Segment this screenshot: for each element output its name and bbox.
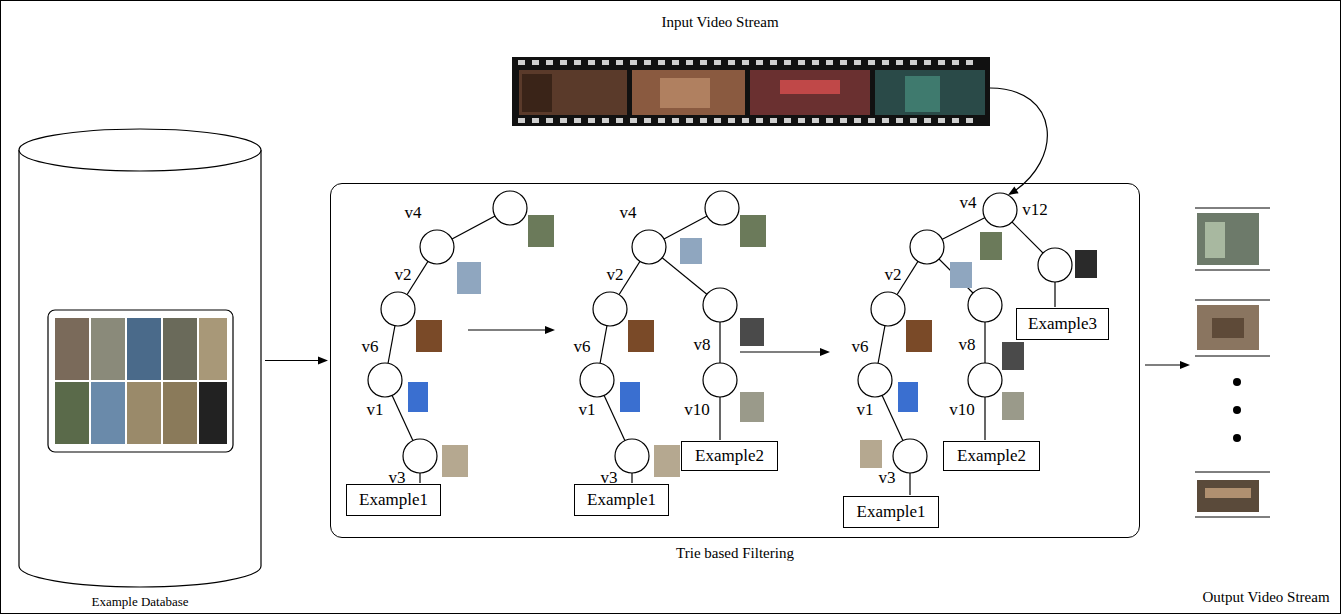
stream-label: Input Video Stream [661,14,778,31]
database-cylinder: Example Database [18,128,262,588]
trie-nodes [368,191,1072,473]
panel-caption: Trie based Filtering [331,545,1139,562]
example-box: Example1 [346,484,441,516]
visual-word: v1 [857,401,874,420]
example-label: Example1 [359,490,428,510]
visual-word: v4 [960,194,977,213]
example-label: Example3 [1028,314,1097,334]
visual-word: v12 [1022,201,1048,220]
example-label: Example1 [587,490,656,510]
stream-label: Output Video Stream [1202,589,1329,606]
thumbnails [408,215,1097,477]
example-box: Example1 [843,496,939,528]
visual-word: v3 [389,469,406,488]
arrow-head [318,357,328,365]
example-label: Example1 [857,502,926,522]
database-label: Example Database [18,594,262,610]
example-box: Example3 [1016,308,1109,340]
visual-word: v8 [694,336,711,355]
visual-word: v10 [949,401,975,420]
example-label: Example2 [695,446,764,466]
example-box: Example1 [574,484,669,516]
output-frames [1195,208,1270,517]
arrow-head [1008,186,1019,195]
example-box: Example2 [681,441,778,471]
visual-word: v4 [405,204,422,223]
visual-word: v6 [852,338,869,357]
example-box: Example2 [943,441,1040,471]
visual-word: v4 [620,204,637,223]
film-strip [512,57,990,126]
visual-word: v1 [367,401,384,420]
example-label: Example2 [957,446,1026,466]
cylinder-outline [18,128,262,588]
trie-edges [385,208,1055,495]
input-arrow [990,88,1047,194]
visual-word: v6 [574,338,591,357]
visual-word: v2 [395,266,412,285]
visual-word: v10 [684,401,710,420]
visual-word: v1 [579,401,596,420]
visual-word: v2 [607,266,624,285]
visual-word: v3 [601,469,618,488]
trie-panel: Trie based FilteringExample1Example1Exam… [330,183,1140,538]
visual-word: v2 [885,266,902,285]
connector [265,360,320,361]
visual-word: v8 [959,336,976,355]
visual-word: v3 [879,469,896,488]
visual-word: v6 [362,338,379,357]
